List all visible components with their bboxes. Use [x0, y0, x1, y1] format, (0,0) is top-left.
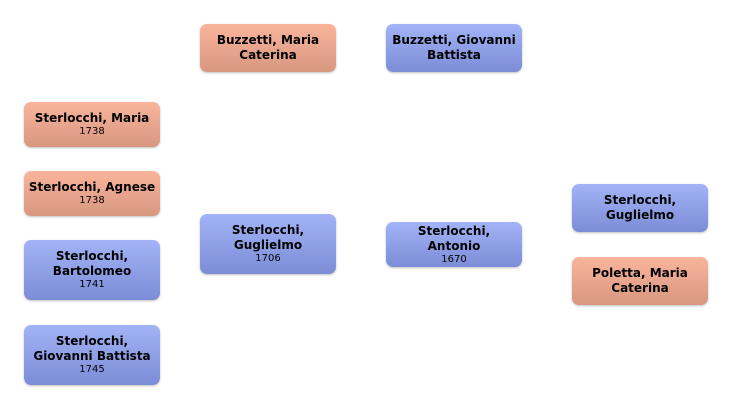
- person-name: Poletta, Maria Caterina: [592, 266, 688, 295]
- child-node[interactable]: Sterlocchi, Giovanni Battista 1745: [24, 325, 160, 385]
- focus-person-node[interactable]: Sterlocchi, Guglielmo 1706: [200, 214, 336, 274]
- person-year: 1670: [441, 253, 467, 265]
- child-node[interactable]: Sterlocchi, Maria 1738: [24, 102, 160, 147]
- person-name: Buzzetti, Giovanni Battista: [392, 33, 516, 62]
- person-name: Sterlocchi, Antonio: [417, 223, 491, 253]
- person-name: Sterlocchi, Giovanni Battista: [33, 334, 151, 363]
- person-name: Sterlocchi, Bartolomeo: [52, 249, 132, 278]
- person-year: 1738: [79, 126, 105, 137]
- grandfather-node[interactable]: Sterlocchi, Guglielmo: [572, 184, 708, 232]
- child-node[interactable]: Sterlocchi, Bartolomeo 1741: [24, 240, 160, 300]
- person-name: Sterlocchi, Agnese: [28, 180, 156, 194]
- person-year: 1738: [79, 195, 105, 206]
- person-name: Buzzetti, Maria Caterina: [216, 33, 320, 62]
- person-node[interactable]: Buzzetti, Maria Caterina: [200, 24, 336, 72]
- person-node[interactable]: Buzzetti, Giovanni Battista: [386, 24, 522, 72]
- person-year: 1741: [79, 279, 105, 290]
- person-name: Sterlocchi, Guglielmo: [231, 223, 305, 252]
- father-node[interactable]: Sterlocchi, Antonio 1670: [386, 222, 522, 267]
- child-node[interactable]: Sterlocchi, Agnese 1738: [24, 171, 160, 216]
- person-year: 1706: [255, 253, 281, 264]
- person-name: Sterlocchi, Maria: [34, 111, 150, 125]
- person-year: 1745: [79, 364, 105, 375]
- grandmother-node[interactable]: Poletta, Maria Caterina: [572, 257, 708, 305]
- person-name: Sterlocchi, Guglielmo: [603, 193, 677, 222]
